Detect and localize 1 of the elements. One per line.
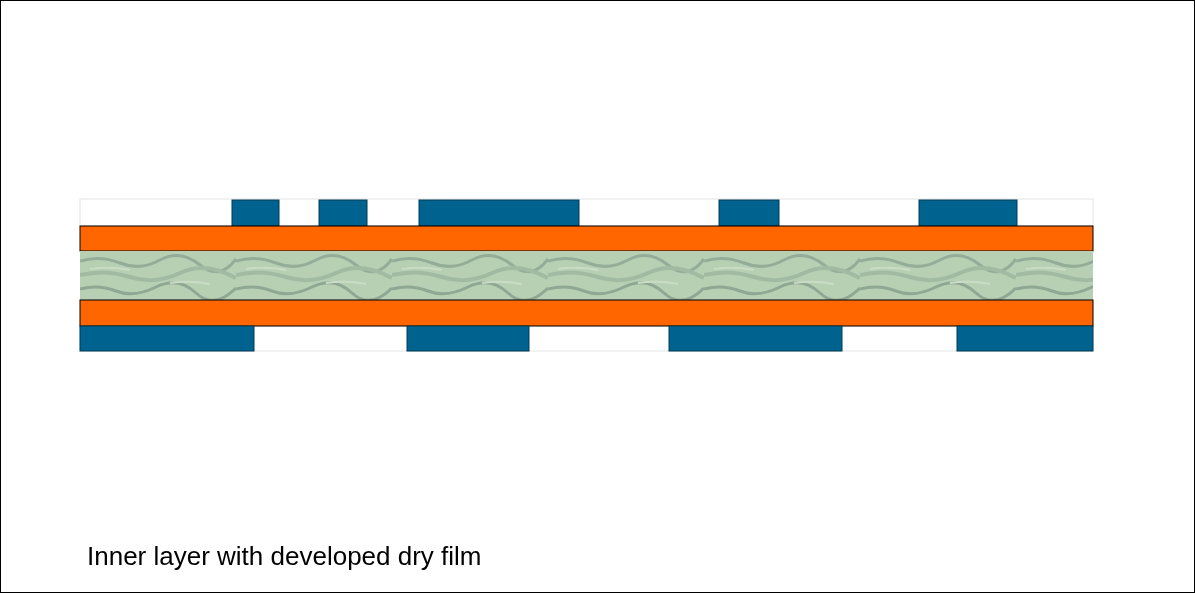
caption: Inner layer with developed dry film <box>87 541 482 572</box>
